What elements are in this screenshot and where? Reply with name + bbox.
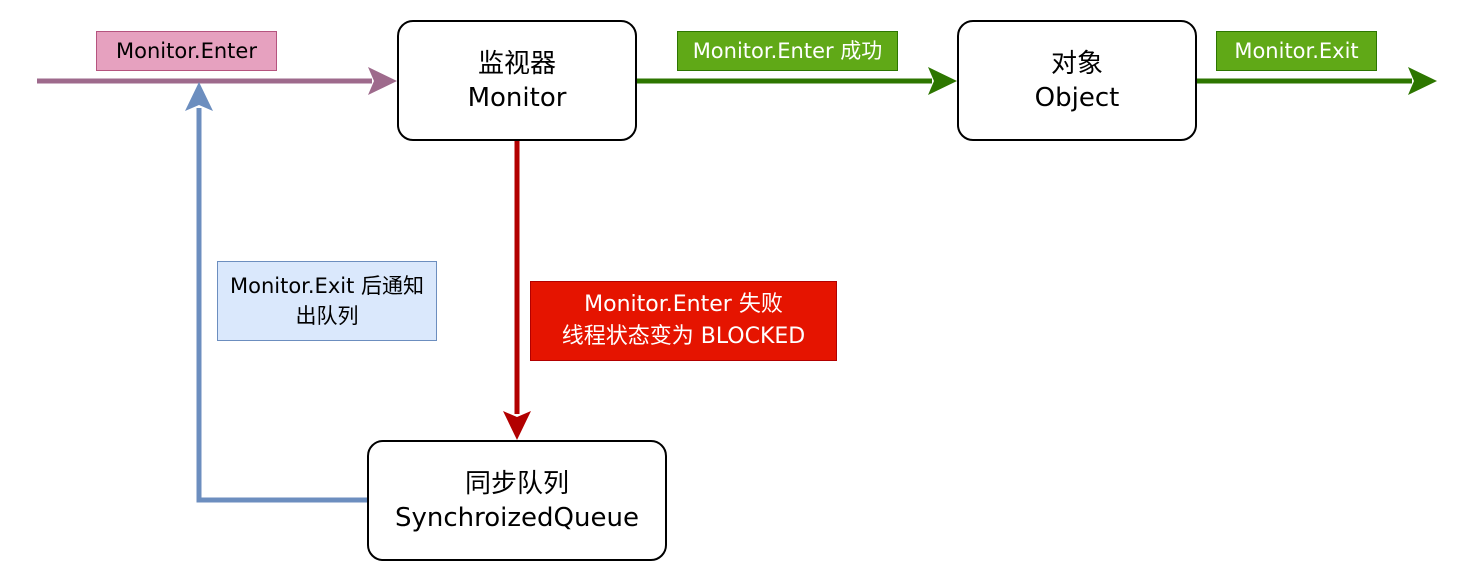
monitor-enter-label-text: Monitor.Enter xyxy=(116,39,257,63)
monitor-exit-dequeue-label-line2: 出队列 xyxy=(295,304,359,328)
sync-queue-node: 同步队列 SynchroizedQueue xyxy=(367,440,667,561)
monitor-node-subtitle: Monitor xyxy=(467,82,567,113)
exit-arrow xyxy=(1197,67,1437,95)
monitor-exit-dequeue-label-line1: Monitor.Exit 后通知 xyxy=(229,274,424,298)
monitor-node: 监视器 Monitor xyxy=(397,20,637,141)
enter-fail-arrow xyxy=(503,141,531,440)
monitor-enter-fail-label-line1: Monitor.Enter 失败 xyxy=(584,292,783,317)
monitor-exit-label: Monitor.Exit xyxy=(1216,31,1377,71)
sync-queue-node-title: 同步队列 xyxy=(464,468,569,499)
object-node-title: 对象 xyxy=(1050,48,1103,79)
monitor-enter-fail-label: Monitor.Enter 失败 线程状态变为 BLOCKED xyxy=(530,281,837,361)
monitor-exit-dequeue-label: Monitor.Exit 后通知 出队列 xyxy=(217,261,437,341)
object-node-subtitle: Object xyxy=(1034,82,1120,113)
monitor-enter-label: Monitor.Enter xyxy=(96,31,277,71)
monitor-enter-fail-label-line2: 线程状态变为 BLOCKED xyxy=(561,324,806,349)
sync-queue-node-subtitle: SynchroizedQueue xyxy=(395,502,639,533)
monitor-enter-success-label: Monitor.Enter 成功 xyxy=(677,31,898,71)
object-node: 对象 Object xyxy=(957,20,1197,141)
enter-success-arrow xyxy=(637,67,957,95)
monitor-exit-label-text: Monitor.Exit xyxy=(1234,39,1359,63)
dequeue-arrow xyxy=(185,82,367,503)
monitor-enter-success-label-text: Monitor.Enter 成功 xyxy=(692,39,883,63)
monitor-node-title: 监视器 xyxy=(477,48,556,79)
enter-arrow xyxy=(37,67,397,95)
